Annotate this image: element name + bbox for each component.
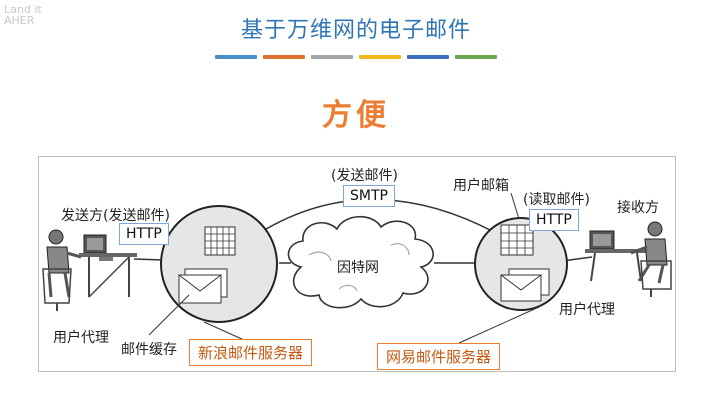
color-bar-1 bbox=[215, 55, 257, 59]
color-bar-6 bbox=[455, 55, 497, 59]
mailbox-pointer bbox=[510, 192, 520, 220]
title-color-bars bbox=[215, 55, 497, 59]
diagram-frame: 发送方(发送邮件) HTTP 用户代理 邮件缓存 新浪邮件服务器 因特网 (发送… bbox=[38, 156, 676, 372]
left-envelope-icon bbox=[178, 268, 228, 304]
internet-cloud bbox=[287, 215, 434, 309]
send-mail-label: (发送邮件) bbox=[331, 168, 398, 184]
internet-label: 因特网 bbox=[337, 260, 379, 276]
slide-title: 基于万维网的电子邮件 bbox=[240, 18, 471, 43]
left-server-circle bbox=[148, 205, 278, 336]
right-mailbox-grid bbox=[500, 224, 534, 256]
color-bar-3 bbox=[311, 55, 353, 59]
watermark: Land it AHER bbox=[4, 3, 42, 27]
email-diagram bbox=[42, 192, 672, 344]
connection-line-sender bbox=[133, 258, 165, 261]
mail-cache-label: 邮件缓存 bbox=[121, 342, 177, 358]
user-mailbox-label: 用户邮箱 bbox=[453, 178, 509, 194]
sender-label: 发送方(发送邮件) bbox=[61, 208, 170, 224]
sender-user-agent-label: 用户代理 bbox=[53, 330, 109, 346]
sina-server-label: 新浪邮件服务器 bbox=[189, 339, 313, 366]
right-server-pointer bbox=[458, 306, 540, 344]
mail-cache-pointer bbox=[148, 294, 190, 336]
smtp-box: SMTP bbox=[343, 185, 395, 207]
sender-http-box: HTTP bbox=[119, 223, 169, 245]
receiver-person-icon bbox=[585, 221, 672, 297]
slide-subtitle: 方便 bbox=[322, 98, 390, 133]
right-server-circle bbox=[458, 192, 568, 344]
netease-server-label: 网易邮件服务器 bbox=[377, 343, 501, 370]
receiver-user-agent-label: 用户代理 bbox=[559, 302, 615, 318]
left-mailbox-grid bbox=[204, 226, 236, 256]
color-bar-5 bbox=[407, 55, 449, 59]
color-bar-4 bbox=[359, 55, 401, 59]
receiver-http-box: HTTP bbox=[529, 209, 579, 231]
read-mail-label: (读取邮件) bbox=[523, 192, 590, 208]
right-envelope-icon bbox=[500, 268, 550, 302]
color-bar-2 bbox=[263, 55, 305, 59]
sender-person-icon bbox=[42, 229, 137, 311]
receiver-label: 接收方 bbox=[617, 200, 659, 216]
left-server-pointer bbox=[203, 321, 245, 341]
